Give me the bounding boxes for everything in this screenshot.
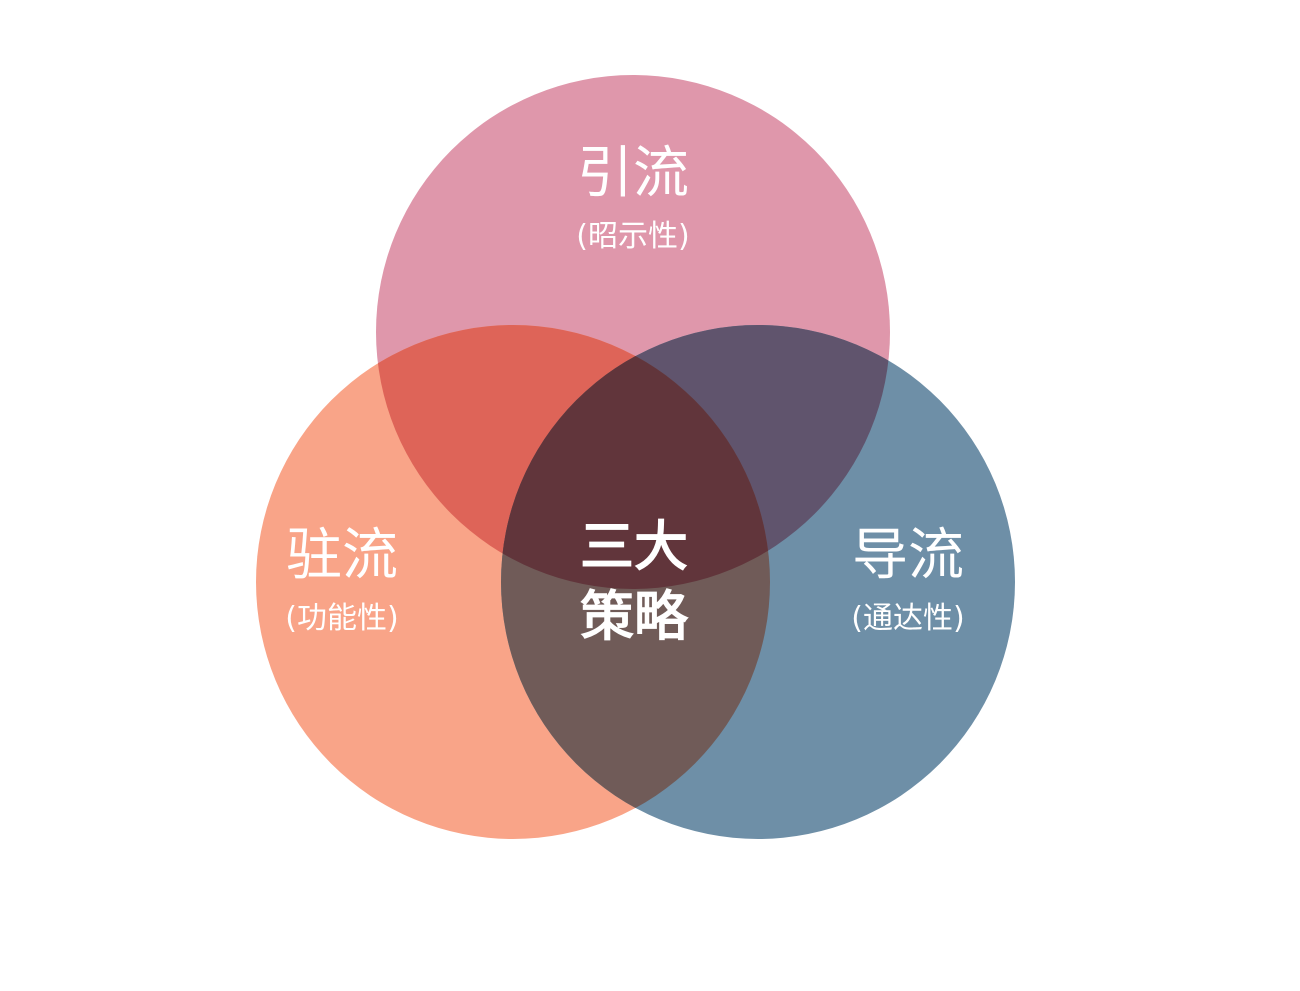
left-circle-title: 驻流 — [286, 523, 398, 588]
right-circle-title: 导流 — [852, 523, 964, 588]
right-circle-subtitle: (通达性) — [851, 601, 964, 636]
center-title-line2: 策略 — [580, 585, 689, 648]
center-title-line1: 三大 — [580, 515, 688, 578]
top-circle-title: 引流 — [577, 141, 689, 206]
left-circle-subtitle: (功能性) — [285, 601, 398, 636]
top-circle-subtitle: (昭示性) — [576, 219, 689, 254]
